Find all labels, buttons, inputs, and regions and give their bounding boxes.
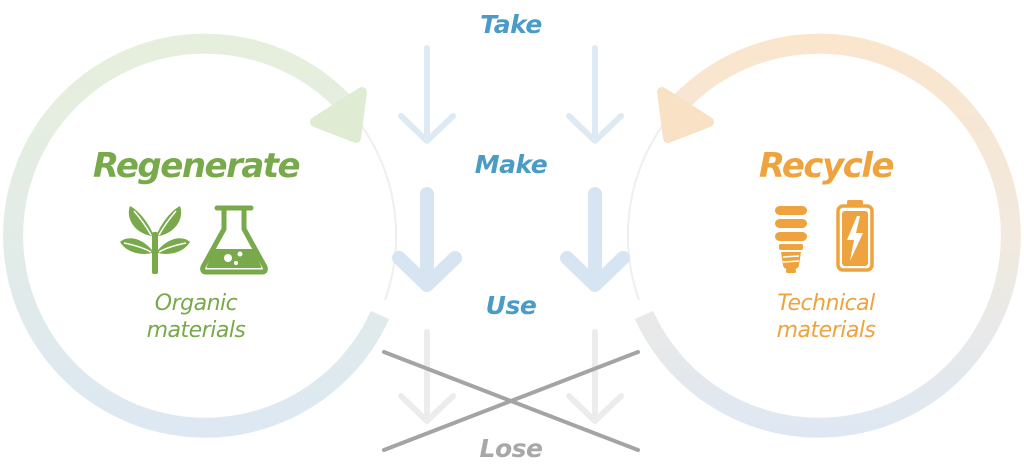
use-lose-arrow-right xyxy=(566,329,624,424)
take-make-arrow-right xyxy=(566,45,624,144)
regenerate-cycle xyxy=(3,33,398,438)
linear-path-cross xyxy=(382,350,640,452)
recycle-subtitle-line1: Technical xyxy=(777,291,875,316)
plant-icon xyxy=(120,206,190,274)
make-use-arrow-left xyxy=(392,187,462,292)
take-make-arrow-left xyxy=(398,45,456,144)
recycle-arrowhead xyxy=(657,87,714,143)
flask-icon xyxy=(200,205,268,275)
recycle-subtitle: Technical materials xyxy=(777,290,876,344)
make-use-arrows xyxy=(392,187,630,292)
cross-line-2 xyxy=(382,350,640,452)
use-lose-arrow-left xyxy=(398,329,456,424)
regenerate-subtitle-line2: materials xyxy=(146,318,246,343)
regenerate-cycle-arc xyxy=(3,33,390,438)
step-take-label: Take xyxy=(480,10,542,39)
step-make-label: Make xyxy=(474,150,548,179)
make-use-arrow-right xyxy=(560,187,630,292)
regenerate-cycle-arc-thin xyxy=(360,124,398,301)
recycle-cycle xyxy=(626,33,1021,438)
recycle-cycle-arc-thin xyxy=(626,124,664,301)
take-make-arrows xyxy=(398,45,624,144)
use-lose-arrows xyxy=(398,329,624,424)
battery-icon xyxy=(836,200,874,272)
recycle-cycle-arc xyxy=(634,33,1021,438)
regenerate-title: Regenerate xyxy=(92,146,301,186)
step-use-label: Use xyxy=(485,291,537,320)
regenerate-subtitle-line1: Organic xyxy=(154,291,238,316)
step-lose-label: Lose xyxy=(479,434,543,463)
recycle-title: Recycle xyxy=(758,146,895,186)
regenerate-subtitle: Organic materials xyxy=(147,290,246,344)
regenerate-arrowhead xyxy=(310,87,367,143)
recycle-subtitle-line2: materials xyxy=(776,318,876,343)
lightbulb-icon xyxy=(775,206,807,273)
